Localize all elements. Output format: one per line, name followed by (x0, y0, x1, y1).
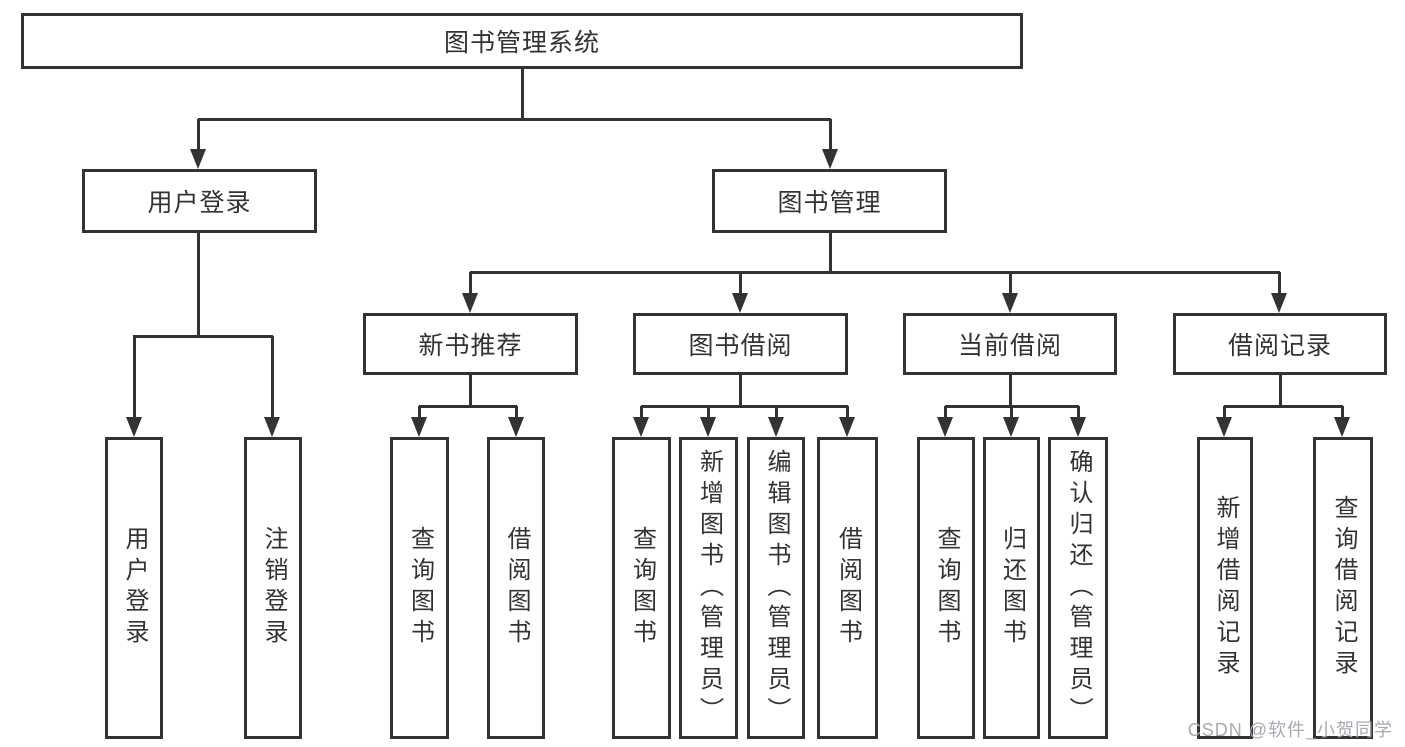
connector-arrow-stem (639, 406, 643, 423)
node-label: 图书管理系统 (443, 29, 600, 57)
node-label: 借阅记录 (1227, 332, 1332, 360)
arrow-down-icon (1216, 417, 1232, 437)
arrow-down-icon (126, 417, 142, 437)
connector-arrow-stem (706, 406, 710, 423)
connector-line (1278, 375, 1282, 407)
connector-arrow-stem (270, 336, 274, 423)
connector-line (133, 334, 273, 338)
arrow-down-icon (1003, 417, 1019, 437)
arrow-down-icon (937, 417, 953, 437)
arrow-down-icon (411, 417, 427, 437)
arrow-down-icon (1070, 417, 1086, 437)
node-record-query-borrow-record: 查询借阅记录 (1313, 437, 1373, 739)
node-label: 新书推荐 (418, 332, 523, 360)
arrow-down-icon (732, 293, 748, 313)
node-current-query-book: 查询图书 (917, 437, 975, 739)
connector-line (196, 233, 200, 336)
node-label: 注销登录 (260, 526, 287, 650)
node-label: 借阅图书 (834, 526, 862, 650)
connector-line (470, 270, 1280, 274)
node-label: 图书管理 (777, 189, 882, 217)
connector-line (1008, 375, 1012, 407)
arrow-down-icon (1271, 293, 1287, 313)
connector-arrow-stem (845, 406, 849, 423)
node-user-login-module: 用户登录 (82, 169, 317, 233)
connector-arrow-stem (943, 406, 947, 423)
node-borrow-add-book-admin: 新增图书（管理员） (679, 437, 738, 739)
node-label: 归还图书 (998, 526, 1026, 650)
node-recommend-borrow-book: 借阅图书 (487, 437, 545, 739)
connector-line (520, 69, 524, 119)
connector-line (419, 404, 517, 408)
arrow-down-icon (1334, 417, 1350, 437)
node-label: 用户登录 (147, 189, 252, 217)
node-borrow-edit-book-admin: 编辑图书（管理员） (747, 437, 805, 739)
connector-line (738, 375, 742, 407)
connector-arrow-stem (468, 272, 472, 299)
node-user-logout: 注销登录 (244, 437, 302, 739)
connector-line (828, 233, 832, 273)
node-label: 当前借阅 (957, 332, 1062, 360)
arrow-down-icon (508, 417, 524, 437)
node-new-book-recommend: 新书推荐 (363, 313, 578, 375)
arrow-down-icon (462, 293, 478, 313)
node-label: 图书借阅 (688, 332, 793, 360)
node-borrow-borrow-book: 借阅图书 (817, 437, 878, 739)
node-current-return-book: 归还图书 (983, 437, 1040, 739)
node-borrow-query-book: 查询图书 (612, 437, 671, 739)
node-label: 用户登录 (121, 526, 148, 650)
connector-arrow-stem (738, 272, 742, 299)
node-label: 借阅图书 (503, 526, 530, 650)
connector-arrow-stem (828, 119, 832, 155)
arrow-down-icon (822, 149, 838, 169)
node-label: 确认归还（管理员） (1065, 448, 1092, 728)
connector-arrow-stem (774, 406, 778, 423)
arrow-down-icon (190, 149, 206, 169)
node-recommend-query-book: 查询图书 (390, 437, 449, 739)
connector-arrow-stem (1340, 406, 1344, 423)
node-label: 编辑图书（管理员） (763, 448, 790, 728)
node-label: 查询图书 (406, 526, 434, 650)
node-label: 新增借阅记录 (1212, 495, 1239, 681)
connector-arrow-stem (1008, 272, 1012, 299)
node-user-login: 用户登录 (105, 437, 163, 739)
arrow-down-icon (700, 417, 716, 437)
connector-line (468, 375, 472, 407)
node-borrow-record: 借阅记录 (1173, 313, 1387, 375)
arrow-down-icon (1002, 293, 1018, 313)
csdn-watermark: CSDN @软件_小贺同学 (1187, 720, 1393, 740)
connector-line (1224, 404, 1343, 408)
connector-arrow-stem (1009, 406, 1013, 423)
node-label: 查询借阅记录 (1330, 495, 1357, 681)
arrow-down-icon (839, 417, 855, 437)
arrow-down-icon (768, 417, 784, 437)
connector-arrow-stem (417, 406, 421, 423)
node-system: 图书管理系统 (21, 13, 1023, 69)
node-record-add-borrow-record: 新增借阅记录 (1197, 437, 1253, 739)
node-label: 新增图书（管理员） (695, 448, 723, 728)
node-book-borrow: 图书借阅 (633, 313, 848, 375)
connector-arrow-stem (1222, 406, 1226, 423)
node-current-confirm-return-admin: 确认归还（管理员） (1048, 437, 1108, 739)
node-book-manage-module: 图书管理 (712, 169, 947, 233)
node-current-borrow: 当前借阅 (903, 313, 1117, 375)
arrow-down-icon (633, 417, 649, 437)
arrow-down-icon (264, 417, 280, 437)
connector-line (198, 117, 831, 121)
connector-arrow-stem (132, 336, 136, 423)
node-label: 查询图书 (628, 526, 656, 650)
connector-arrow-stem (1076, 406, 1080, 423)
connector-arrow-stem (196, 119, 200, 155)
node-label: 查询图书 (933, 526, 960, 650)
connector-arrow-stem (1277, 272, 1281, 299)
connector-arrow-stem (514, 406, 518, 423)
connector-line (641, 404, 848, 408)
